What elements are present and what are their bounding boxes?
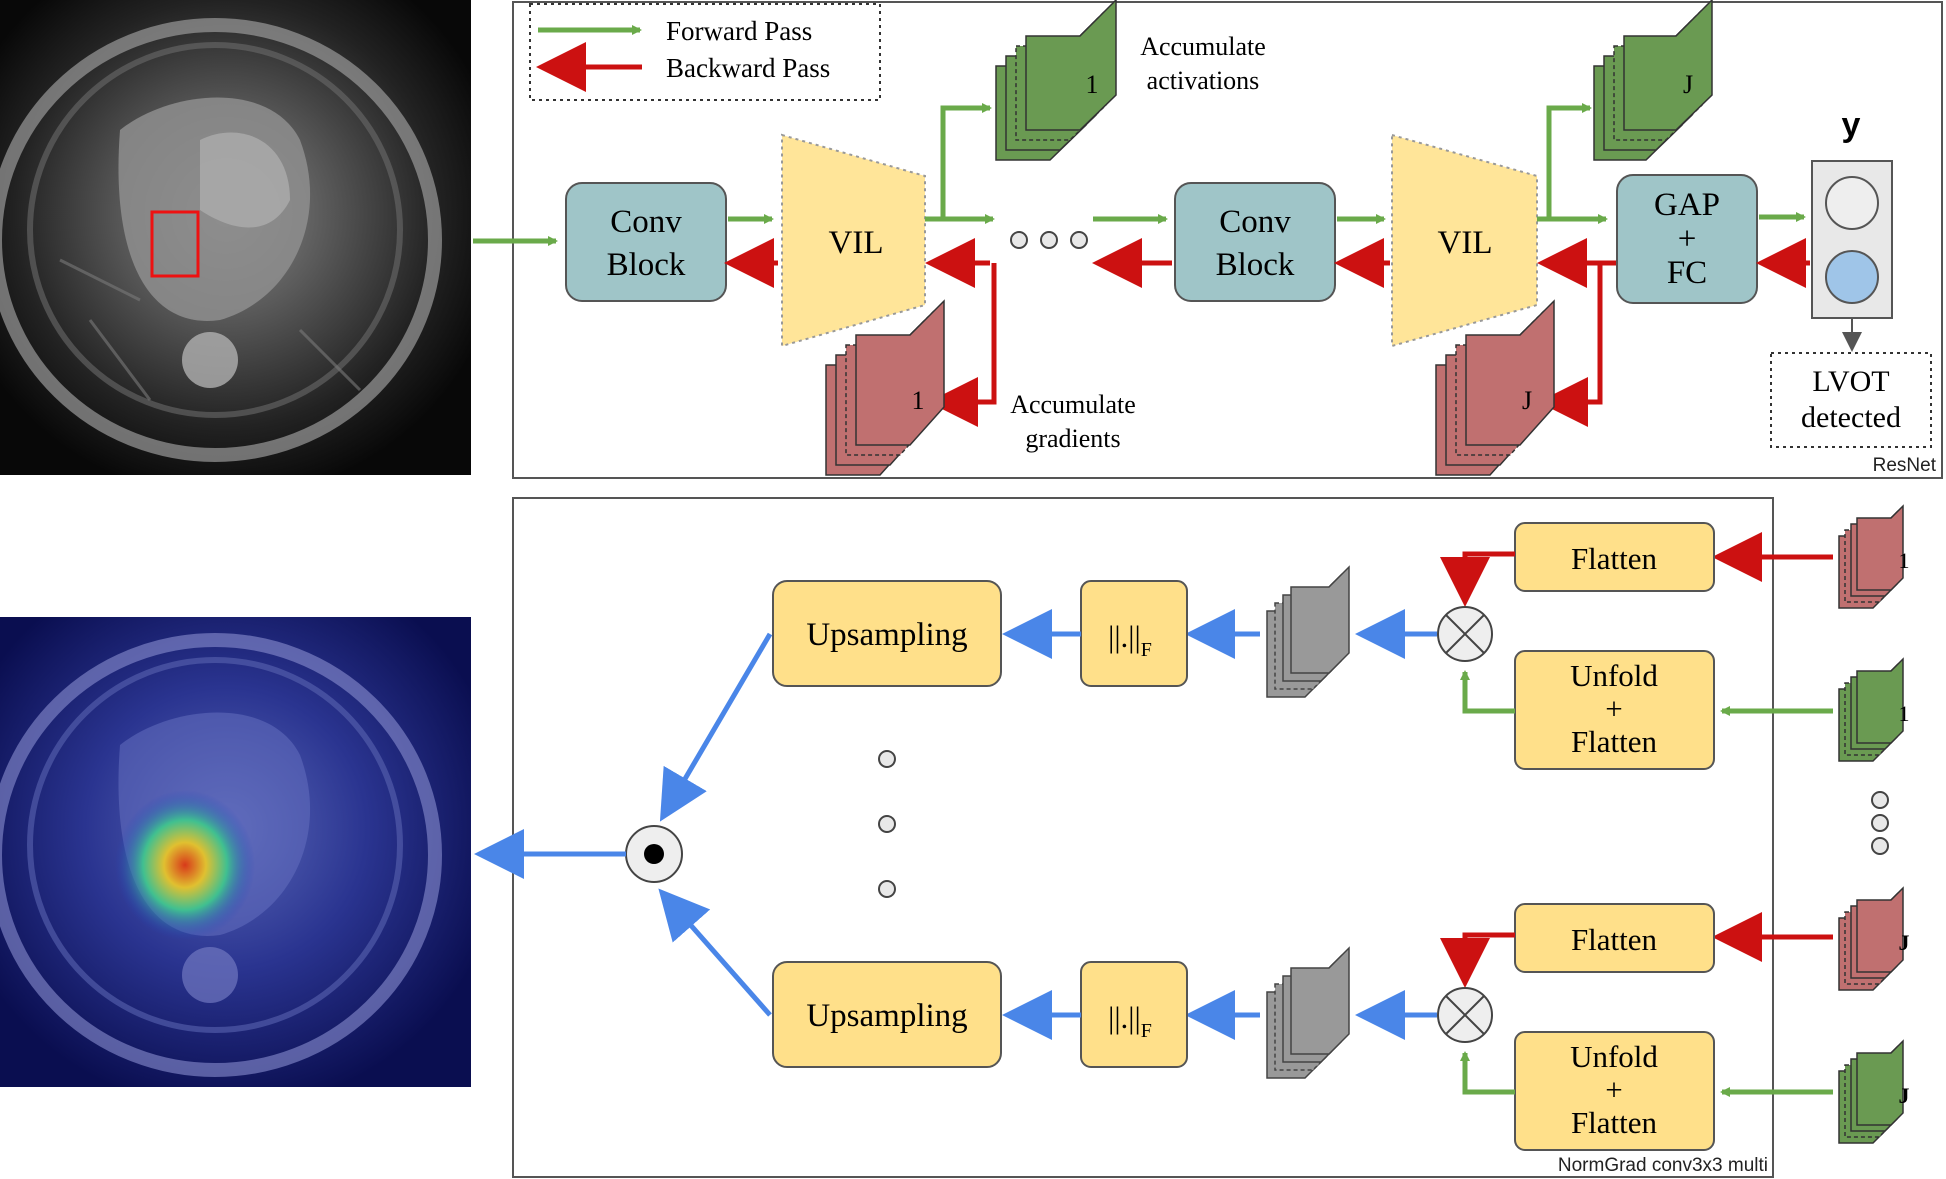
accumulate-activations-line1: Accumulate	[1140, 32, 1266, 61]
gradient-stack-1-index: 1	[912, 386, 925, 415]
vil-block-1	[781, 133, 926, 348]
conv-block-2-label-line2: Block	[1216, 247, 1295, 283]
output-label-y: y	[1842, 106, 1861, 144]
lvot-bounding-box	[150, 210, 200, 278]
blue-arrow-upsamplingJ-combine	[658, 888, 772, 1017]
forward-arrow-unfold1-multiply	[1460, 670, 1515, 714]
mri-input-image	[0, 0, 471, 475]
activation-stack-1-input: 1	[1838, 657, 1910, 762]
resnet-panel-label: ResNet	[1873, 455, 1937, 476]
upsampling-block-1-label: Upsampling	[806, 617, 967, 653]
activation-stack-J-input: J	[1838, 1039, 1910, 1144]
activation-stack-1-index: 1	[1086, 70, 1099, 99]
forward-arrow-to-activations-J	[1546, 103, 1592, 219]
ellipsis-dot	[878, 750, 896, 768]
conv-block-1-label-line2: Block	[607, 247, 686, 283]
combine-operator	[625, 825, 683, 883]
multiply-operator-1	[1437, 606, 1493, 662]
backward-arrow-to-gradients-1	[928, 263, 997, 427]
vil-block-1-label: VIL	[829, 225, 884, 261]
upsampling-block-J	[772, 961, 1002, 1068]
conv-block-1	[565, 182, 727, 302]
ellipsis-dot	[1871, 814, 1889, 832]
conv-block-1-label-line1: Conv	[610, 204, 682, 240]
lvot-detected-line1: LVOT	[1812, 365, 1889, 398]
conv-block-2-label-line1: Conv	[1219, 204, 1291, 240]
gray-stack-1	[1266, 565, 1350, 698]
ellipsis-dot	[1040, 231, 1058, 249]
gap-fc-label-line1: GAP	[1654, 187, 1720, 223]
ellipsis-dot	[1871, 791, 1889, 809]
unfold-block-J-line1: Unfold	[1570, 1039, 1658, 1074]
unfold-block-J-line2: +	[1605, 1072, 1622, 1107]
accumulate-gradients-line1: Accumulate	[1010, 390, 1136, 419]
flatten-block-1-label: Flatten	[1571, 541, 1658, 576]
gradient-stack-1-input: 1	[1838, 504, 1910, 609]
activation-stack-1: 1	[995, 0, 1117, 161]
backward-arrow-to-gradients-J	[1538, 263, 1603, 427]
accumulate-gradients-line2: gradients	[1025, 424, 1120, 453]
lvot-detected-line2: detected	[1801, 401, 1901, 434]
activation-stack-1-input-index: 1	[1899, 701, 1910, 726]
gradient-stack-1: 1	[825, 299, 945, 476]
activation-stack-J-input-index: J	[1899, 1083, 1910, 1108]
ellipsis-dot	[1871, 837, 1889, 855]
mri-saliency-heatmap	[0, 617, 471, 1087]
ellipsis-dot	[1070, 231, 1088, 249]
backward-arrow-flatten1-multiply	[1440, 551, 1515, 607]
frobenius-norm-J-label: ||.||F	[1108, 1000, 1152, 1042]
forward-arrow-unfoldJ-multiply	[1460, 1051, 1515, 1095]
lvot-detected-box	[1770, 352, 1932, 448]
ellipsis-dot	[878, 880, 896, 898]
activation-stack-J-index: J	[1683, 70, 1693, 99]
upsampling-block-1	[772, 580, 1002, 687]
vil-block-2	[1391, 133, 1538, 348]
ellipsis-dot	[878, 815, 896, 833]
unfold-block-1-line1: Unfold	[1570, 658, 1658, 693]
legend-forward-label: Forward Pass	[666, 16, 812, 46]
multiply-operator-J	[1437, 987, 1493, 1043]
gap-fc-label-line3: FC	[1667, 255, 1707, 291]
gradient-stack-J-input: J	[1838, 886, 1910, 991]
unfold-block-1-line2: +	[1605, 691, 1622, 726]
upsampling-block-J-label: Upsampling	[806, 998, 967, 1034]
flatten-block-J	[1514, 903, 1715, 973]
output-class-negative	[1825, 176, 1879, 230]
gradient-stack-J-index: J	[1522, 386, 1532, 415]
unfold-block-J-line3: Flatten	[1571, 1105, 1658, 1140]
frobenius-norm-1-label: ||.||F	[1108, 619, 1152, 661]
flatten-block-1	[1514, 522, 1715, 592]
flatten-block-J-label: Flatten	[1571, 922, 1658, 957]
accumulate-activations-line2: activations	[1147, 66, 1260, 95]
unfold-block-1-line3: Flatten	[1571, 724, 1658, 759]
backward-arrow-flattenJ-multiply	[1440, 932, 1515, 988]
vil-block-2-label: VIL	[1438, 225, 1493, 261]
forward-arrow-to-activations-1	[940, 103, 992, 219]
gray-stack-J	[1266, 946, 1350, 1079]
gap-fc-label-line2: +	[1678, 221, 1697, 257]
conv-block-2	[1174, 182, 1336, 302]
gradient-stack-J: J	[1435, 299, 1555, 476]
ellipsis-dot	[1010, 231, 1028, 249]
gradient-stack-1-input-index: 1	[1899, 548, 1910, 573]
activation-stack-J: J	[1593, 0, 1713, 161]
normgrad-panel-label: NormGrad conv3x3 multi	[1558, 1155, 1768, 1176]
gradient-stack-J-input-index: J	[1899, 930, 1910, 955]
output-class-positive	[1825, 250, 1879, 304]
blue-arrow-upsampling1-combine	[659, 632, 773, 822]
legend-box	[529, 3, 881, 101]
legend-backward-label: Backward Pass	[666, 53, 830, 83]
